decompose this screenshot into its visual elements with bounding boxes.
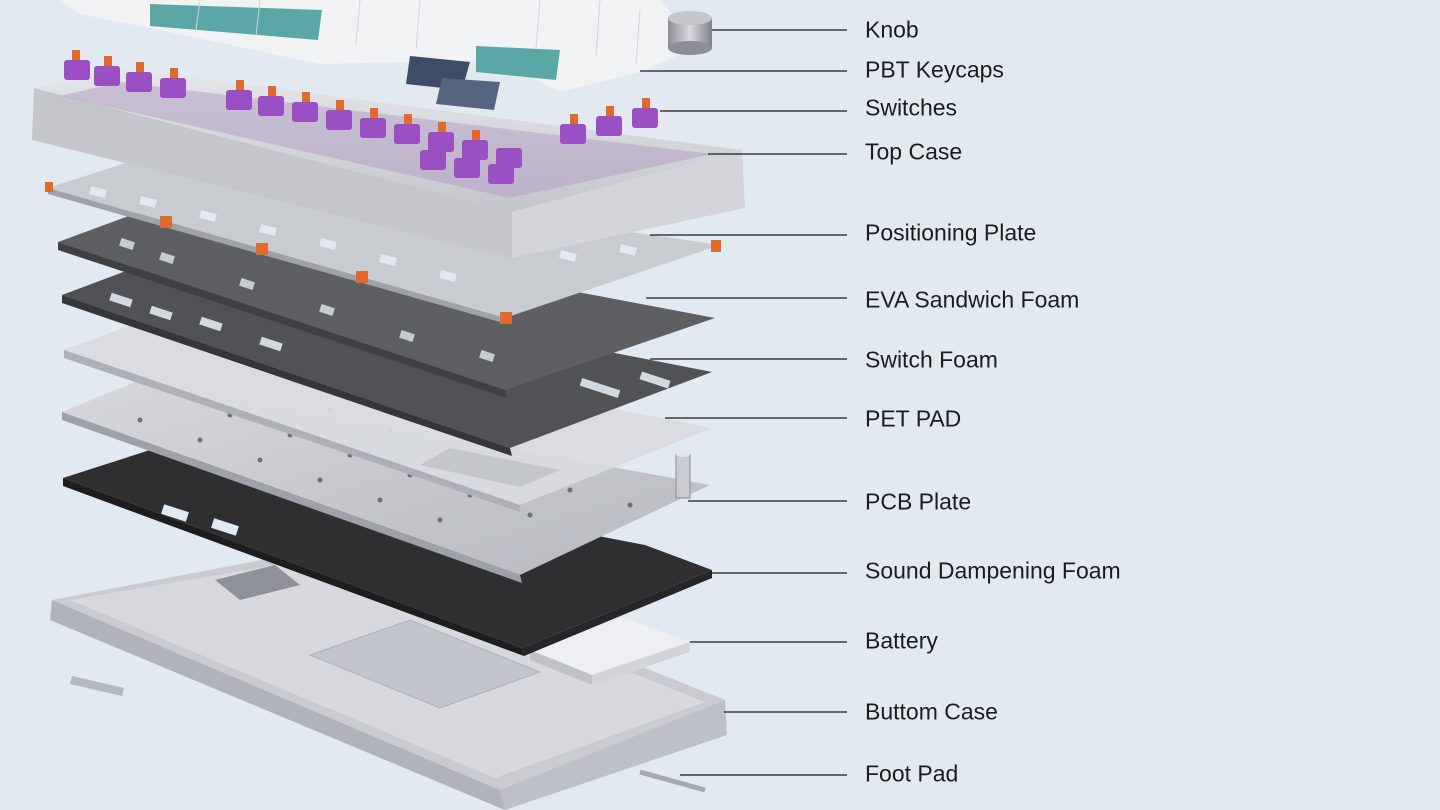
label-knob: Knob (865, 16, 919, 43)
sound-dampening-foam (63, 450, 712, 656)
leader-lines (640, 29, 847, 776)
label-switch-foam: Switch Foam (865, 346, 998, 373)
label-foot-pad: Foot Pad (865, 760, 959, 787)
label-switches: Switches (865, 94, 958, 121)
eva-sandwich-foam (58, 210, 715, 398)
label-pcb-plate: PCB Plate (865, 488, 972, 515)
label-pet-pad: PET PAD (865, 405, 962, 432)
gasket-markers (45, 182, 721, 324)
knob (668, 11, 712, 55)
positioning-plate (45, 160, 721, 324)
label-sound-dampening-foam: Sound Dampening Foam (865, 557, 1121, 584)
label-buttom-case: Buttom Case (865, 698, 998, 725)
battery (530, 618, 690, 685)
switches (64, 50, 658, 184)
top-case (32, 68, 745, 258)
foot-pad-left (70, 676, 124, 696)
label-positioning-plate: Positioning Plate (865, 219, 1037, 246)
label-battery: Battery (865, 627, 938, 654)
label-eva-sandwich-foam: EVA Sandwich Foam (865, 286, 1080, 313)
bottom-case (50, 545, 727, 810)
pbt-keycaps (60, 0, 700, 110)
label-top-case: Top Case (865, 138, 963, 165)
foot-pad-bottom (639, 769, 706, 793)
label-pbt-keycaps: PBT Keycaps (865, 56, 1004, 83)
